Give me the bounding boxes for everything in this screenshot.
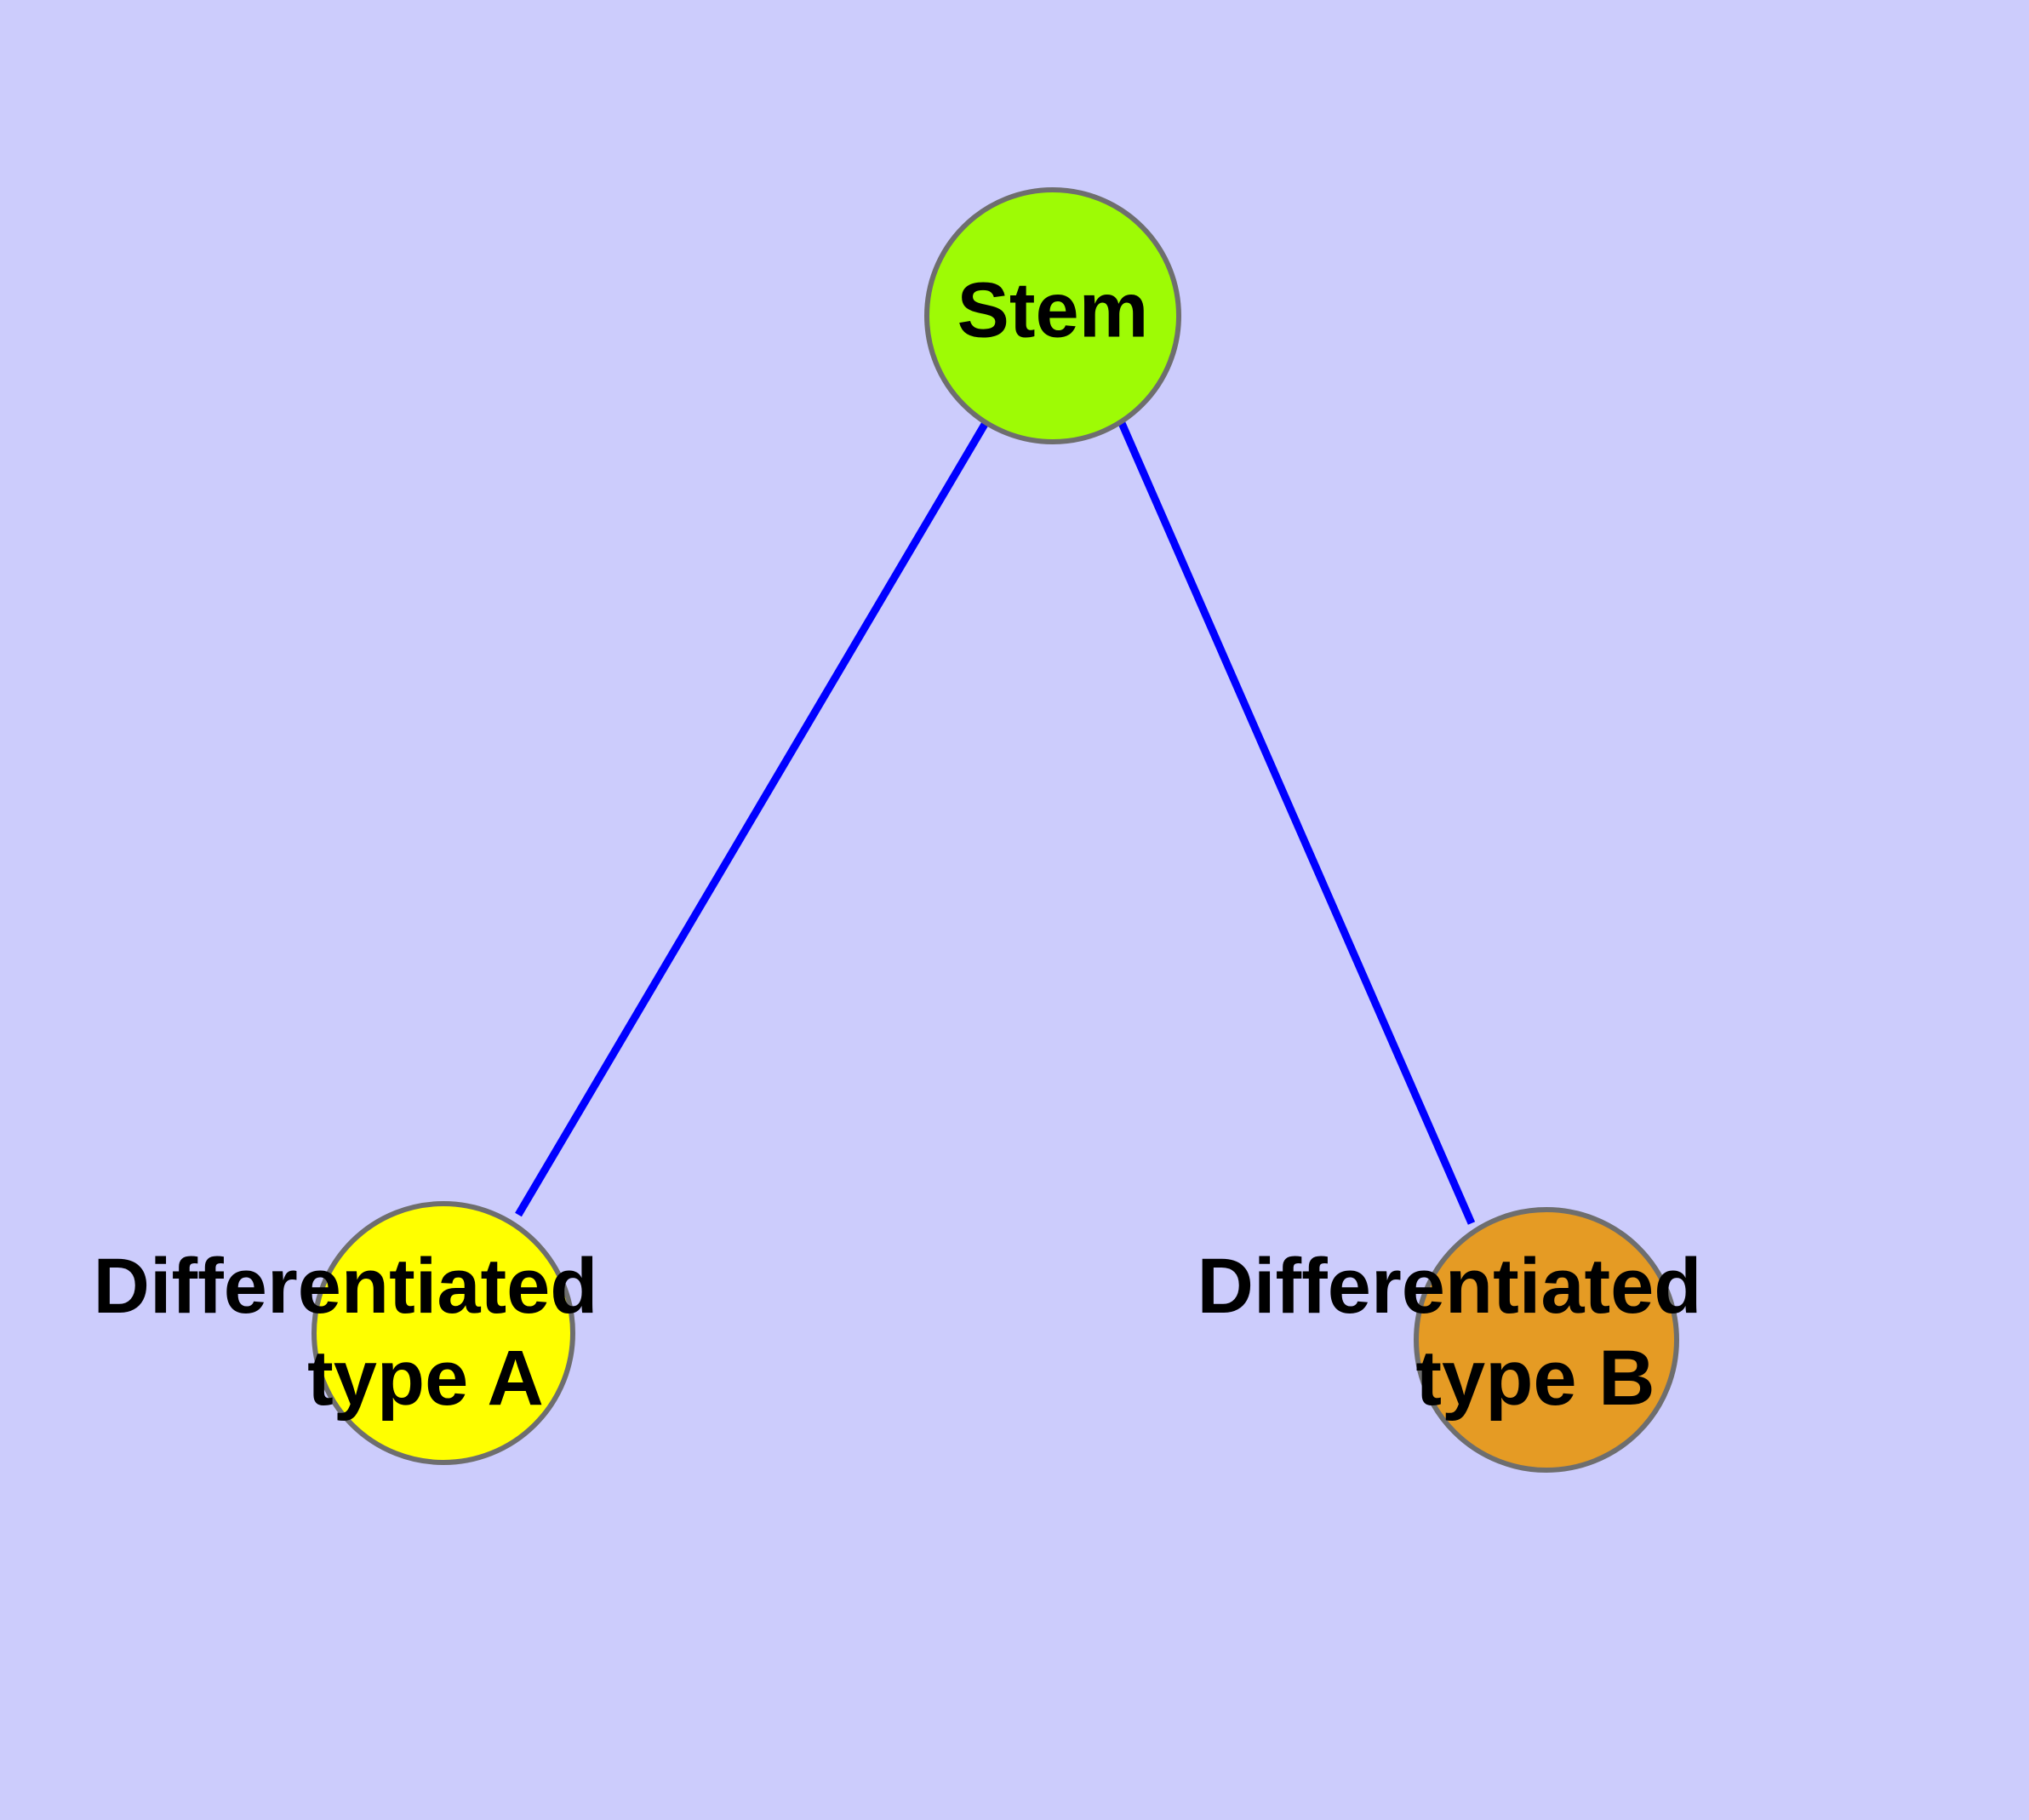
node-diff-a-label: Differentiated type A [94, 1243, 598, 1422]
node-diff-a-circle[interactable] [311, 1201, 575, 1465]
node-diff-a[interactable] [311, 1201, 575, 1465]
node-diff-b-label-line2: type B [1415, 1335, 1655, 1422]
node-diff-a-label-line2: type A [307, 1335, 544, 1422]
node-stem-label: Stem [957, 266, 1149, 353]
node-layer [311, 187, 1679, 1473]
node-diff-b-circle[interactable] [1414, 1207, 1679, 1473]
node-stem[interactable] [924, 187, 1181, 444]
edge-stem-diff-b[interactable] [1117, 421, 1476, 1225]
edge-layer [515, 419, 1476, 1225]
label-layer: Stem Differentiated type A Differentiate… [94, 266, 1702, 1422]
node-diff-a-label-line1: Differentiated [94, 1243, 598, 1330]
node-diff-b[interactable] [1414, 1207, 1679, 1473]
node-stem-circle[interactable] [924, 187, 1181, 444]
node-diff-b-label-line1: Differentiated [1197, 1243, 1702, 1330]
node-diff-b-label: Differentiated type B [1197, 1243, 1702, 1422]
edge-stem-diff-a[interactable] [515, 419, 990, 1217]
